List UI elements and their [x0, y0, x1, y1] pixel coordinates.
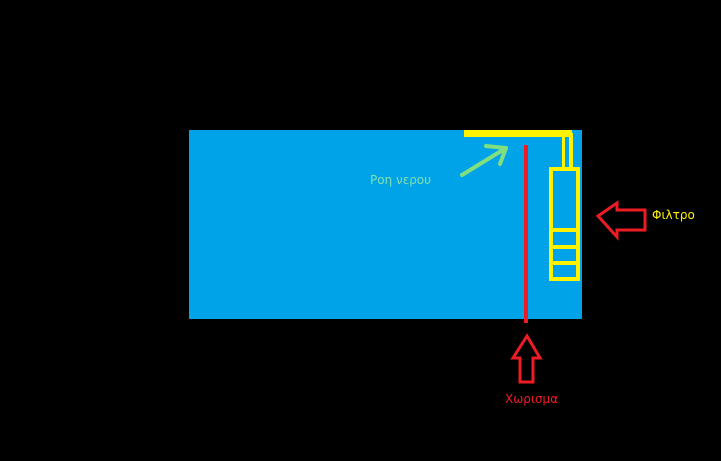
filter-body	[549, 167, 580, 281]
filter-down-pipe-right	[569, 133, 573, 170]
water-flow-label: Ροη νερου	[370, 173, 432, 187]
filter-label: Φιλτρο	[652, 208, 695, 222]
divider-callout-arrow	[510, 333, 543, 384]
filter-callout-arrow	[595, 200, 647, 241]
divider-label: Χωρισμα	[505, 392, 559, 406]
divider-line	[524, 145, 528, 323]
filter-top-pipe	[464, 130, 572, 137]
tank-water	[189, 130, 582, 319]
water-flow-arrow	[460, 144, 508, 177]
filter-down-pipe-left	[562, 133, 565, 170]
